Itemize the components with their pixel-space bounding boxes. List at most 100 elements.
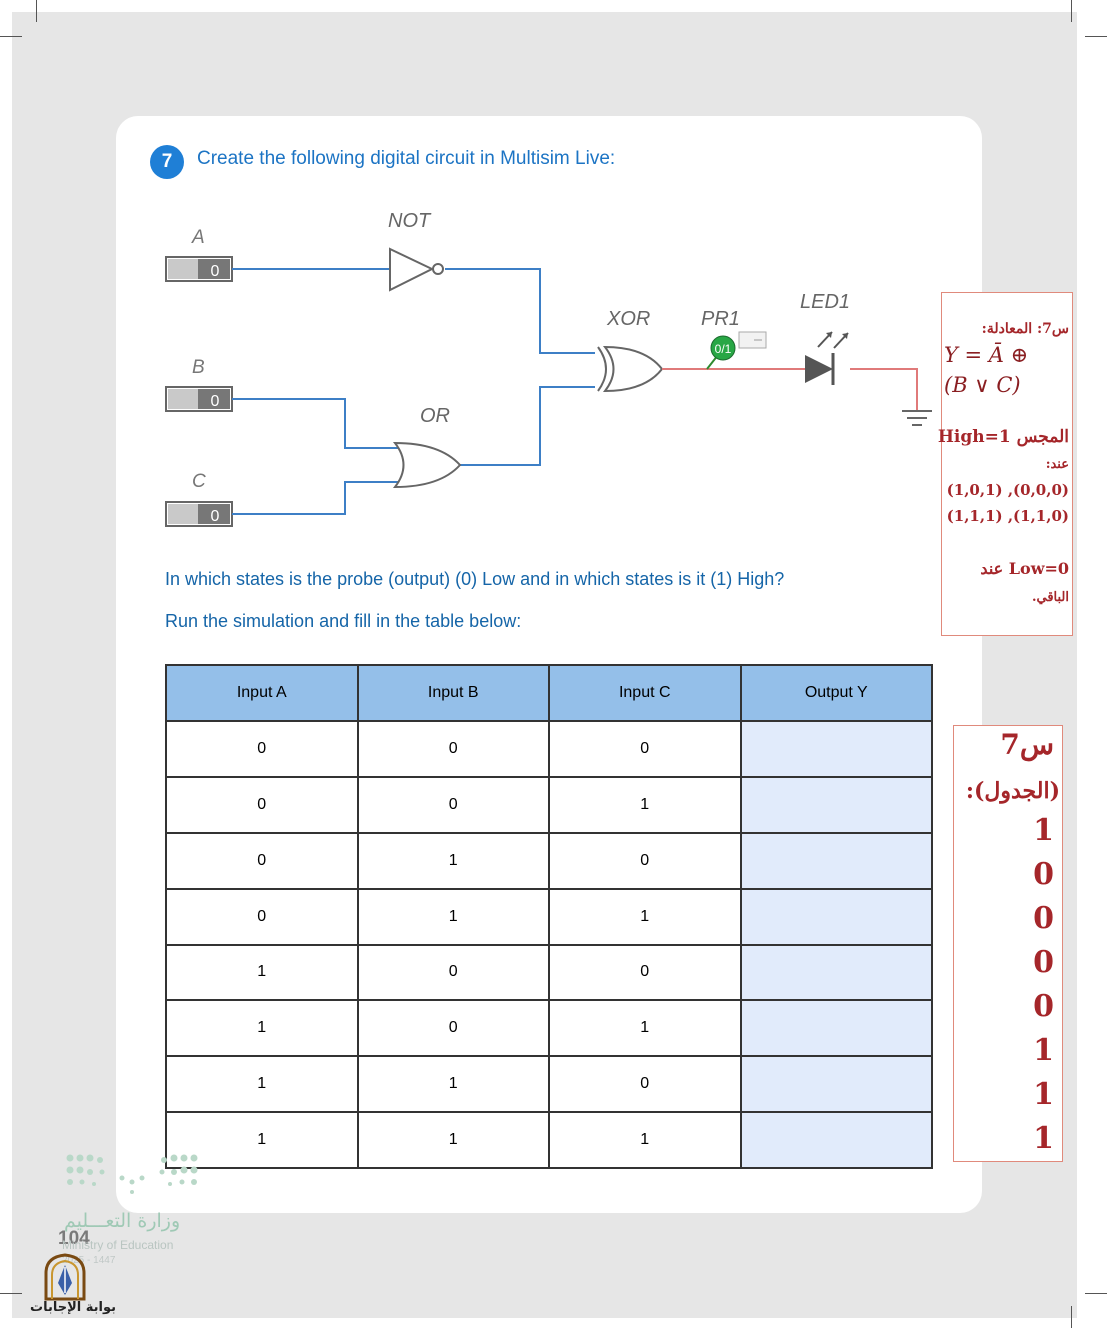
note-states-line2: (1,1,1) ,(1,1,0) (946, 507, 1069, 525)
crop-mark (0, 1293, 22, 1294)
ground-symbol (902, 410, 932, 426)
note-low-label: Low=0 عند (980, 559, 1069, 578)
xor-gate (597, 345, 664, 393)
table-row: 0 1 0 (165, 831, 933, 890)
input-b-label: B (192, 357, 205, 378)
input-a-label: A (191, 227, 205, 248)
cell-b: 1 (356, 887, 550, 946)
cell-output[interactable] (739, 887, 933, 946)
cell-b: 0 (356, 775, 550, 834)
cell-a: 1 (165, 943, 359, 1002)
note-table-value: 0 (1033, 857, 1054, 892)
note-at-label: عند: (1045, 457, 1069, 472)
crop-mark (1085, 1293, 1107, 1294)
crop-mark (36, 0, 37, 22)
cell-output[interactable] (739, 831, 933, 890)
or-gate (392, 441, 462, 489)
xor-gate-label: XOR (606, 308, 650, 330)
crop-mark (0, 36, 22, 37)
note-table-value: 0 (1033, 901, 1054, 936)
note-rest-label: الباقي. (1031, 590, 1069, 605)
or-gate-label: OR (420, 405, 450, 427)
note-table-value: 1 (1033, 1121, 1054, 1156)
header-input-a: Input A (165, 664, 359, 722)
cell-c: 1 (548, 887, 742, 946)
header-input-b: Input B (356, 664, 550, 722)
input-a-value: 0 (211, 263, 220, 280)
cell-a: 0 (165, 887, 359, 946)
ministry-name-english: Ministry of Education (62, 1238, 174, 1252)
cell-output[interactable] (739, 775, 933, 834)
input-b-value: 0 (211, 393, 220, 410)
cell-c: 0 (548, 720, 742, 778)
cell-a: 1 (165, 1111, 359, 1169)
truth-table: Input A Input B Input C Output Y 0 0 0 0… (165, 664, 933, 1169)
cell-b: 0 (356, 943, 550, 1002)
ministry-year: 2025 - 1447 (62, 1255, 116, 1266)
page-number: 104 (58, 1228, 90, 1249)
site-logo-icon (44, 1253, 86, 1301)
note-table-value: 1 (1033, 1077, 1054, 1112)
wires (232, 268, 595, 515)
cell-b: 0 (356, 720, 550, 778)
note-formula-line2: (B ∨ C) (944, 373, 1021, 397)
crop-mark (1071, 0, 1072, 22)
site-name: بوابة الإجابات (30, 1300, 116, 1315)
probe-value: 0/1 (715, 342, 732, 356)
note-table-subheading: (الجدول): (965, 778, 1060, 804)
note-states-line1: (1,0,1) ,(0,0,0) (946, 481, 1069, 499)
input-switch-a: 0 (165, 256, 233, 282)
cell-b: 1 (356, 1055, 550, 1114)
ground-wire (850, 368, 918, 411)
cell-c: 1 (548, 775, 742, 834)
ministry-name-arabic: وزارة التعـــليم (64, 1210, 181, 1232)
cell-output[interactable] (739, 1055, 933, 1114)
cell-a: 1 (165, 999, 359, 1058)
cell-b: 1 (356, 1111, 550, 1169)
cell-a: 0 (165, 831, 359, 890)
table-row: 0 1 1 (165, 887, 933, 946)
cell-output[interactable] (739, 943, 933, 1002)
circuit-diagram: 0 0 0 A B C NOT OR XOR (165, 210, 932, 527)
table-row: 0 0 0 (165, 720, 933, 778)
header-output-y: Output Y (739, 664, 933, 722)
header-input-c: Input C (548, 664, 742, 722)
table-row: 0 0 1 (165, 775, 933, 834)
input-switch-c: 0 (165, 501, 233, 527)
cell-c: 0 (548, 831, 742, 890)
cell-output[interactable] (739, 1111, 933, 1169)
input-switch-b: 0 (165, 386, 233, 412)
input-c-label: C (192, 471, 206, 492)
led-diode (805, 331, 849, 385)
note-table-value: 0 (1033, 945, 1054, 980)
note-formula-line1: Y = Ā ⊕ (944, 343, 1029, 367)
table-row: 1 0 1 (165, 999, 933, 1058)
crop-mark (1071, 1306, 1072, 1328)
note-table-value: 1 (1033, 1033, 1054, 1068)
cell-a: 1 (165, 1055, 359, 1114)
note-table-value: 1 (1033, 813, 1054, 848)
probe-pr1: 0/1 (706, 331, 767, 370)
table-header-row: Input A Input B Input C Output Y (165, 664, 933, 722)
cell-b: 0 (356, 999, 550, 1058)
cell-output[interactable] (739, 999, 933, 1058)
probe-label: PR1 (701, 308, 740, 330)
question-title: Create the following digital circuit in … (197, 148, 616, 169)
answer-note-table: س7 (الجدول): 1 0 0 0 0 1 1 1 (953, 725, 1063, 1162)
prompt-instruction: Run the simulation and fill in the table… (165, 611, 522, 631)
question-number-badge: 7 (150, 145, 184, 179)
cell-output[interactable] (739, 720, 933, 778)
answer-note-equation: س7: المعادلة: Y = Ā ⊕ (B ∨ C) المجس High… (937, 292, 1073, 636)
note-table-value: 0 (1033, 989, 1054, 1024)
crop-mark (1085, 36, 1107, 37)
note-high-label: المجس High=1 (937, 427, 1069, 447)
ministry-logo (66, 1154, 198, 1194)
table-row: 1 1 1 (165, 1111, 933, 1169)
note-table-heading: س7 (1000, 728, 1054, 761)
note-equation-heading: س7: المعادلة: (981, 321, 1069, 337)
cell-a: 0 (165, 720, 359, 778)
table-row: 1 0 0 (165, 943, 933, 1002)
cell-a: 0 (165, 775, 359, 834)
cell-c: 1 (548, 1111, 742, 1169)
prompt-question: In which states is the probe (output) (0… (165, 569, 785, 589)
